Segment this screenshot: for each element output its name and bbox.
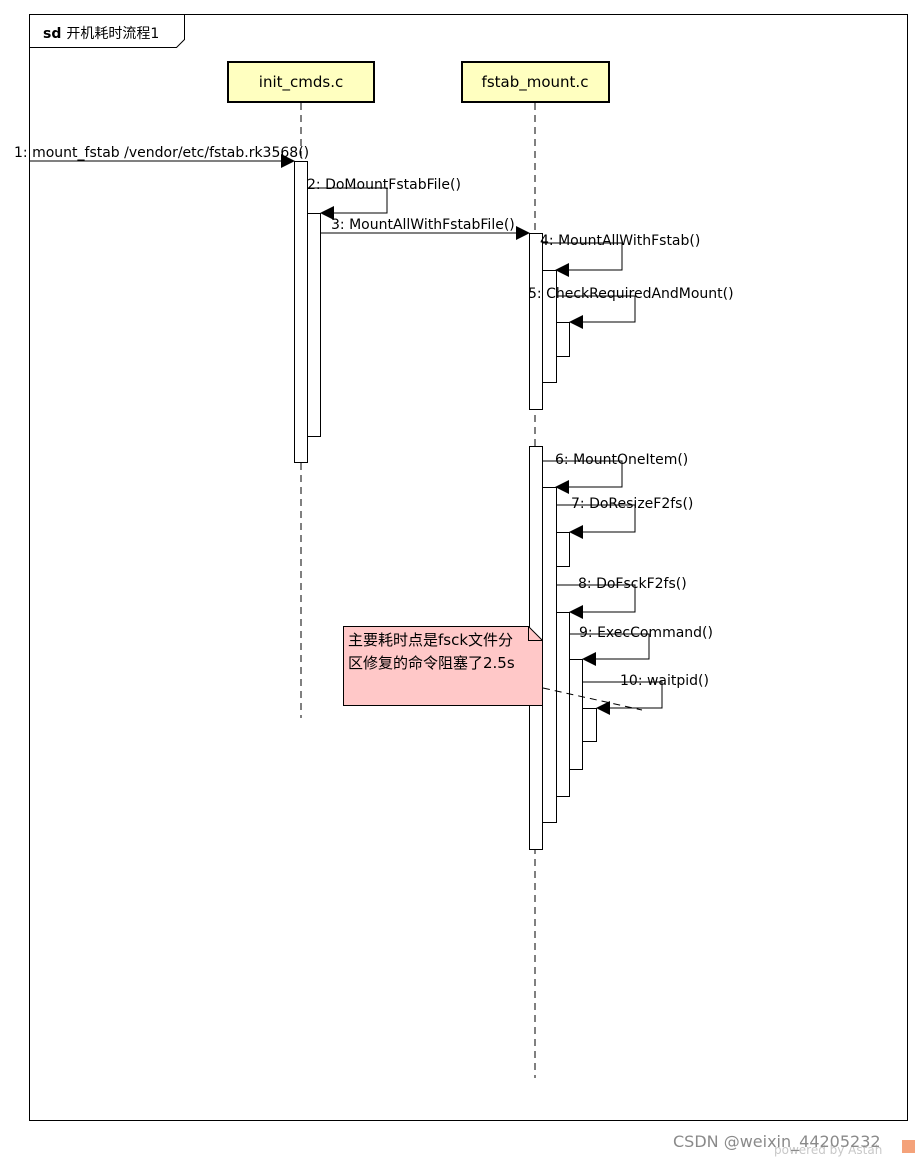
message-arrow-6[interactable] bbox=[543, 460, 623, 494]
message-label-3: 3: MountAllWithFstabFile() bbox=[331, 217, 515, 233]
note-fold bbox=[528, 626, 543, 641]
activation-bar-fstab-3 bbox=[556, 322, 570, 357]
message-arrow-4[interactable] bbox=[543, 242, 623, 277]
message-arrow-10[interactable] bbox=[583, 681, 663, 715]
csdn-watermark: CSDN @weixin_44205232 bbox=[673, 1132, 881, 1152]
astah-logo-icon bbox=[902, 1140, 915, 1153]
message-arrow-7[interactable] bbox=[557, 504, 636, 539]
message-arrow-2[interactable] bbox=[307, 187, 388, 220]
frame-border bbox=[29, 14, 908, 1121]
lifeline-label-fstab-mount: fstab_mount.c bbox=[482, 73, 589, 92]
lifeline-head-fstab-mount[interactable] bbox=[461, 61, 610, 103]
powered-by-text: powered by Astah bbox=[774, 1143, 882, 1157]
lifeline-label-init-cmds: init_cmds.c bbox=[259, 73, 343, 92]
frame-title: sd 开机耗时流程1 bbox=[43, 26, 159, 42]
frame-name: 开机耗时流程1 bbox=[66, 26, 159, 42]
message-label-1: 1: mount_fstab /vendor/etc/fstab.rk3568(… bbox=[14, 145, 309, 161]
message-label-7: 7: DoResizeF2fs() bbox=[571, 496, 693, 512]
lifeline-head-init-cmds[interactable] bbox=[227, 61, 375, 103]
activation-bar-init-2 bbox=[307, 213, 321, 437]
activation-bar-init-1 bbox=[294, 161, 308, 463]
message-label-10: 10: waitpid() bbox=[620, 673, 709, 689]
frame-keyword: sd bbox=[43, 26, 61, 42]
note-anchor-line bbox=[542, 687, 643, 711]
activation-bar-fstab-5 bbox=[542, 487, 557, 823]
message-label-4: 4: MountAllWithFstab() bbox=[540, 233, 700, 249]
activation-bar-fstab-6 bbox=[556, 532, 570, 567]
message-label-6: 6: MountOneItem() bbox=[555, 452, 688, 468]
activation-bar-fstab-1 bbox=[529, 233, 543, 410]
note-line-2: 区修复的命令阻塞了2.5s bbox=[348, 654, 515, 672]
message-label-8: 8: DoFsckF2fs() bbox=[578, 576, 687, 592]
frame-title-tab bbox=[29, 14, 185, 48]
activation-bar-fstab-7 bbox=[556, 612, 570, 797]
note-line-1: 主要耗时点是fsck文件分 bbox=[348, 631, 513, 649]
message-label-5: 5: CheckRequiredAndMount() bbox=[528, 286, 734, 302]
activation-bar-fstab-9 bbox=[582, 708, 597, 742]
note-box[interactable] bbox=[343, 626, 543, 706]
message-arrow-5[interactable] bbox=[557, 295, 636, 329]
message-label-9: 9: ExecCommand() bbox=[579, 625, 713, 641]
message-label-2: 2: DoMountFstabFile() bbox=[307, 177, 461, 193]
message-arrow-8[interactable] bbox=[557, 584, 636, 619]
message-arrow-9[interactable] bbox=[570, 633, 650, 666]
activation-bar-fstab-8 bbox=[569, 659, 583, 770]
